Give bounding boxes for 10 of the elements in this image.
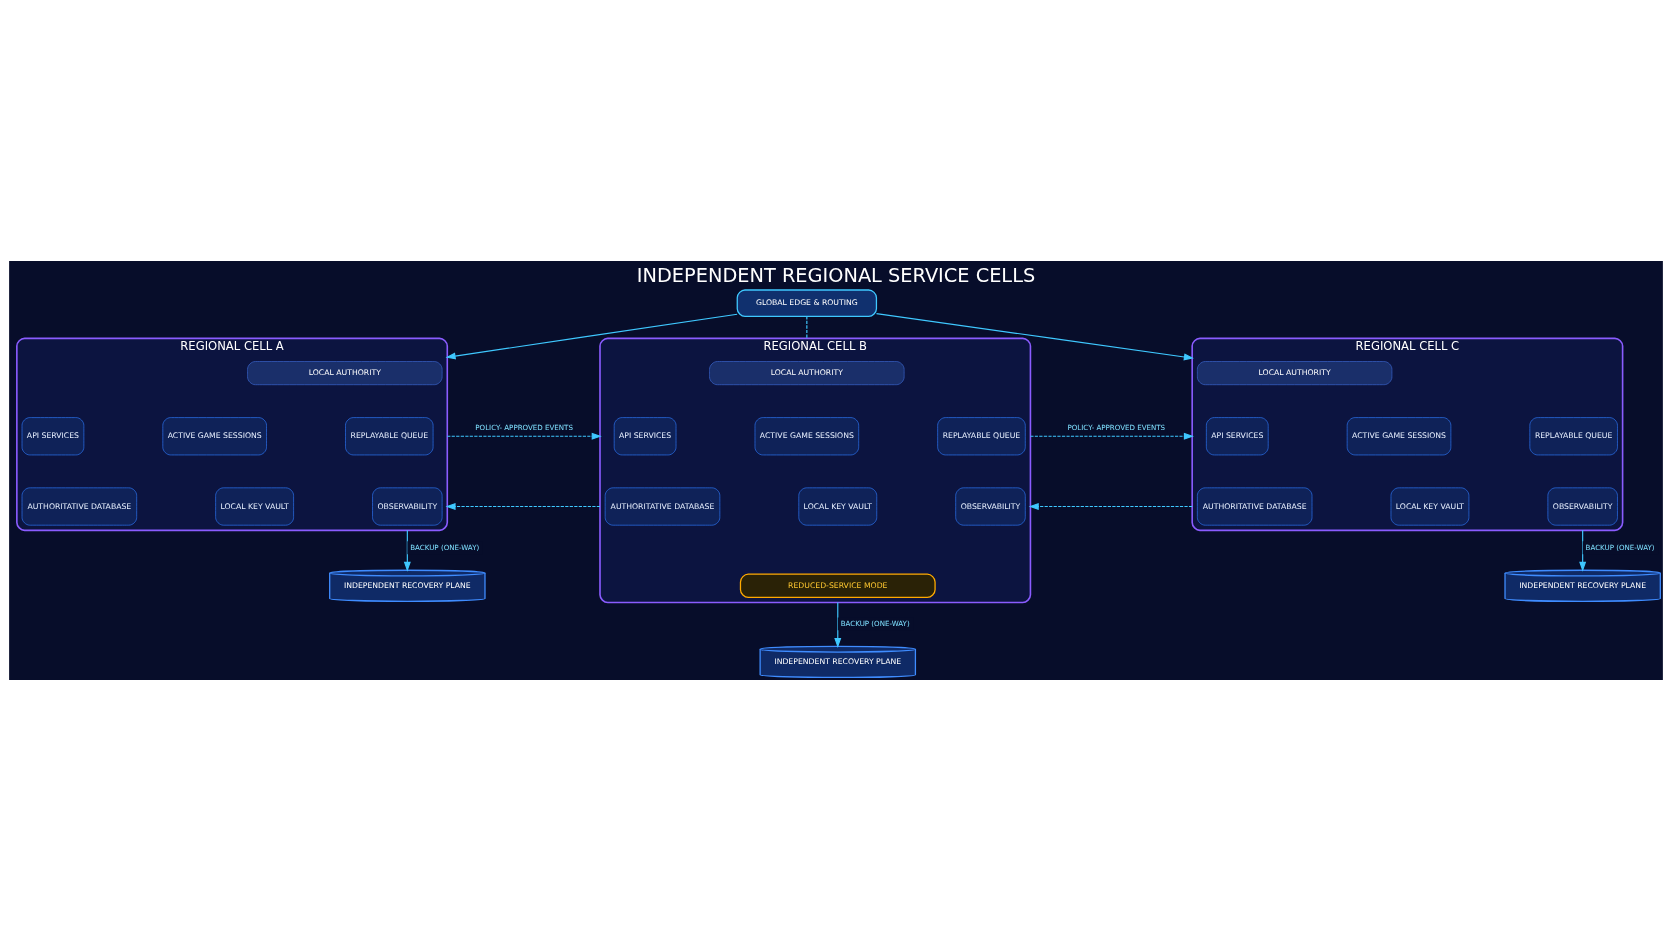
arrow bbox=[1579, 529, 1587, 572]
arrow bbox=[445, 503, 601, 511]
arrow bbox=[446, 432, 602, 440]
arrow bbox=[1028, 503, 1193, 511]
connector bbox=[806, 315, 808, 339]
arrow bbox=[1029, 432, 1194, 440]
diagram-title: INDEPENDENT REGIONAL SERVICE CELLS bbox=[636, 263, 1036, 287]
arrow bbox=[445, 313, 738, 360]
arrow bbox=[834, 601, 842, 649]
arrow bbox=[875, 313, 1194, 361]
